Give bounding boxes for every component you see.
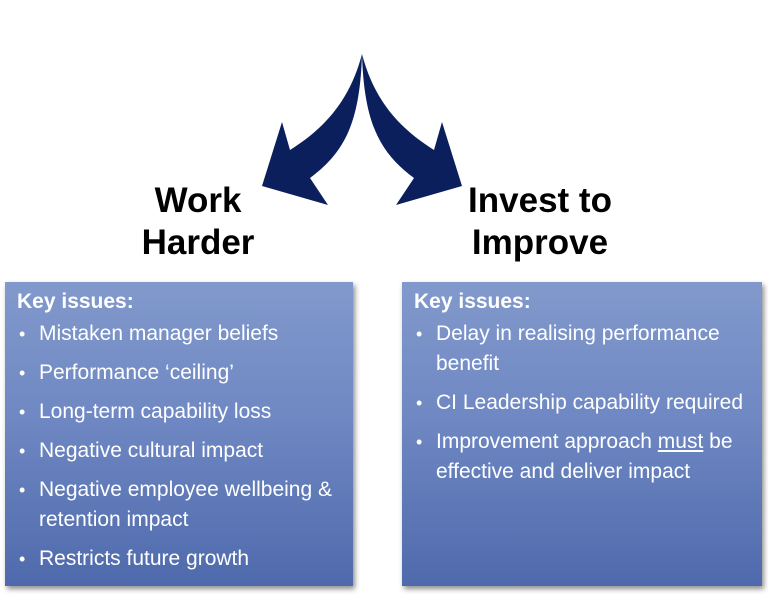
invest-to-improve-issues-title: Key issues:: [414, 290, 531, 313]
invest-to-improve-issues-panel: Key issues: Delay in realising performan…: [402, 282, 762, 586]
work-harder-heading-line-2: Harder: [141, 223, 255, 262]
issue-negative-cultural-impact: Negative cultural impact: [17, 436, 347, 466]
issue-delay-in-realising-benefit: Delay in realising performance benefit: [414, 319, 756, 379]
work-harder-heading-line-1: Work: [154, 181, 242, 220]
invest-to-improve-heading-line-1: Invest to: [468, 181, 612, 220]
issue-text-before: Improvement approach: [436, 430, 658, 453]
invest-to-improve-issue-list: Delay in realising performance benefit C…: [414, 319, 756, 487]
issue-negative-employee-wellbeing: Negative employee wellbeing & retention …: [17, 475, 347, 535]
invest-to-improve-heading-line-2: Improve: [471, 223, 609, 262]
issue-improvement-approach-must-be-effective: Improvement approach must be effective a…: [414, 427, 756, 487]
issue-performance-ceiling: Performance ‘ceiling’: [17, 358, 347, 388]
left-arrow-icon: [262, 54, 362, 205]
issue-ci-leadership-capability: CI Leadership capability required: [414, 388, 756, 418]
work-harder-issues-title: Key issues:: [17, 290, 134, 313]
issue-mistaken-manager-beliefs: Mistaken manager beliefs: [17, 319, 347, 349]
invest-to-improve-heading: Invest to Improve: [430, 180, 650, 264]
issue-restricts-future-growth: Restricts future growth: [17, 544, 347, 574]
work-harder-heading: Work Harder: [100, 180, 296, 264]
work-harder-issues-panel: Key issues: Mistaken manager beliefs Per…: [5, 282, 353, 586]
right-arrow-icon: [362, 54, 462, 205]
issue-long-term-capability-loss: Long-term capability loss: [17, 397, 347, 427]
emphasis-must: must: [657, 430, 704, 453]
issue-text-after: be effective and deliver impact: [436, 430, 733, 483]
work-harder-issue-list: Mistaken manager beliefs Performance ‘ce…: [17, 319, 347, 574]
